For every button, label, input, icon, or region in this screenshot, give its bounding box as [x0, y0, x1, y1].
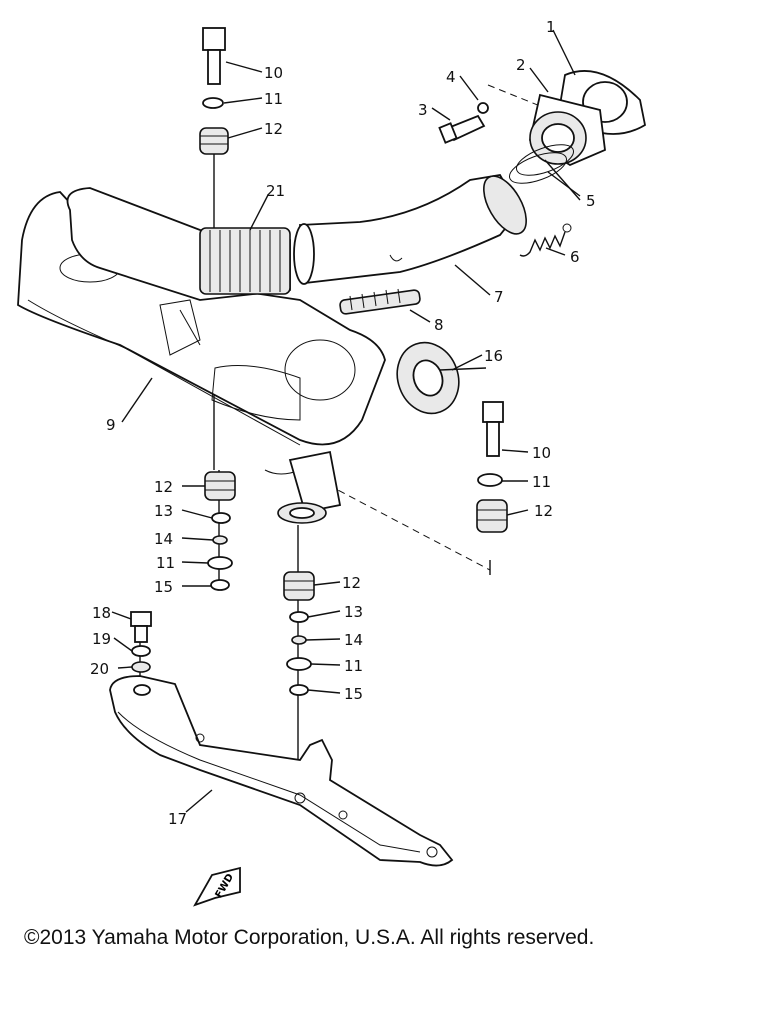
callout-10-top: 10	[264, 64, 283, 82]
exhaust-flange	[438, 70, 647, 184]
top-mount-stack	[199, 27, 229, 155]
callout-20: 20	[90, 660, 109, 678]
bracket-fasteners	[130, 611, 152, 673]
callout-12-centre: 12	[342, 574, 361, 592]
callout-3: 3	[418, 101, 428, 119]
callout-12-top: 12	[264, 120, 283, 138]
callout-19: 19	[92, 630, 111, 648]
callout-11-right: 11	[532, 473, 551, 491]
callout-14-left: 14	[154, 530, 173, 548]
callout-10-right: 10	[532, 444, 551, 462]
copyright-notice: ©2013 Yamaha Motor Corporation, U.S.A. A…	[24, 926, 595, 949]
callout-18: 18	[92, 604, 111, 622]
rubber-joint	[396, 341, 487, 415]
callout-5: 5	[586, 192, 596, 210]
callout-12-left: 12	[154, 478, 173, 496]
callout-7: 7	[494, 288, 504, 306]
callout-15-left: 15	[154, 578, 173, 596]
spring-coils	[349, 288, 401, 311]
callout-16: 16	[484, 347, 503, 365]
exhaust-pipe	[66, 174, 527, 301]
callout-14-centre: 14	[344, 631, 363, 649]
callout-13-left: 13	[154, 502, 173, 520]
callout-1: 1	[546, 18, 556, 36]
callout-13-centre: 13	[344, 603, 363, 621]
springs	[339, 223, 572, 315]
fwd-arrow-icon: FWD	[193, 866, 241, 907]
callout-15-centre: 15	[344, 685, 363, 703]
callout-21: 21	[266, 182, 285, 200]
callout-9: 9	[106, 416, 116, 434]
callout-2: 2	[516, 56, 526, 74]
leader-lines	[111, 29, 581, 813]
callout-6: 6	[570, 248, 580, 266]
callout-11-centre: 11	[344, 657, 363, 675]
lower-left-stack	[204, 471, 236, 591]
lower-centre-stack	[283, 571, 315, 696]
bellows-ribs	[209, 230, 281, 292]
callout-8: 8	[434, 316, 444, 334]
callout-17: 17	[168, 810, 187, 828]
callout-11-top: 11	[264, 90, 283, 108]
mounting-bracket	[109, 675, 454, 867]
callout-4: 4	[446, 68, 456, 86]
outlet-pipe	[277, 450, 342, 524]
callout-labels: 1 2 3 4 5 6 7 8 9 10 10 11 11 11 11 12 1…	[90, 18, 596, 828]
right-mount-stack	[476, 401, 508, 533]
callout-11-left: 11	[156, 554, 175, 572]
callout-12-right: 12	[534, 502, 553, 520]
